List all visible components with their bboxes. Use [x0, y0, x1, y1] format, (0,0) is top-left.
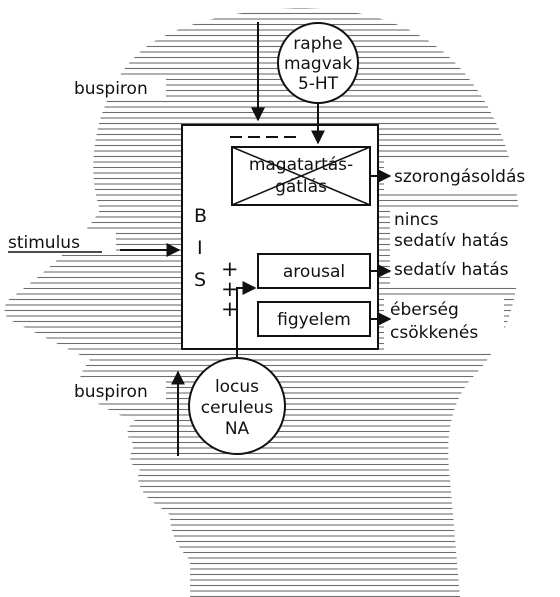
buspiron-bottom-label: buspiron — [74, 382, 148, 402]
output-no-sedation-label-1: nincs — [394, 210, 439, 230]
plus-sign-3: + — [221, 297, 239, 321]
behavioral-inhibition-label-1: magatartás- — [249, 155, 353, 175]
behavioral-inhibition-label-2: gátlás — [275, 177, 327, 197]
output-alertness-label-1: éberség — [390, 300, 459, 320]
raphe-label-1: raphe — [293, 34, 342, 54]
locus-label-3: NA — [225, 419, 250, 439]
bis-letter-i: I — [197, 237, 203, 259]
locus-label-2: ceruleus — [201, 398, 274, 418]
output-alertness-label-2: csökkenés — [390, 323, 478, 343]
attention-label: figyelem — [277, 310, 351, 330]
raphe-label-3: 5-HT — [298, 74, 339, 94]
bis-letter-s: S — [194, 269, 206, 291]
stimulus-label: stimulus — [8, 233, 80, 253]
bis-letter-b: B — [194, 205, 207, 227]
output-no-sedation-label-2: sedatív hatás — [394, 231, 509, 251]
buspiron-top-label: buspiron — [74, 79, 148, 99]
arousal-label: arousal — [283, 262, 345, 282]
raphe-label-2: magvak — [284, 54, 352, 74]
output-anxiolysis-label: szorongásoldás — [394, 167, 525, 187]
locus-label-1: locus — [215, 377, 259, 397]
output-sedation-label: sedatív hatás — [394, 260, 509, 280]
